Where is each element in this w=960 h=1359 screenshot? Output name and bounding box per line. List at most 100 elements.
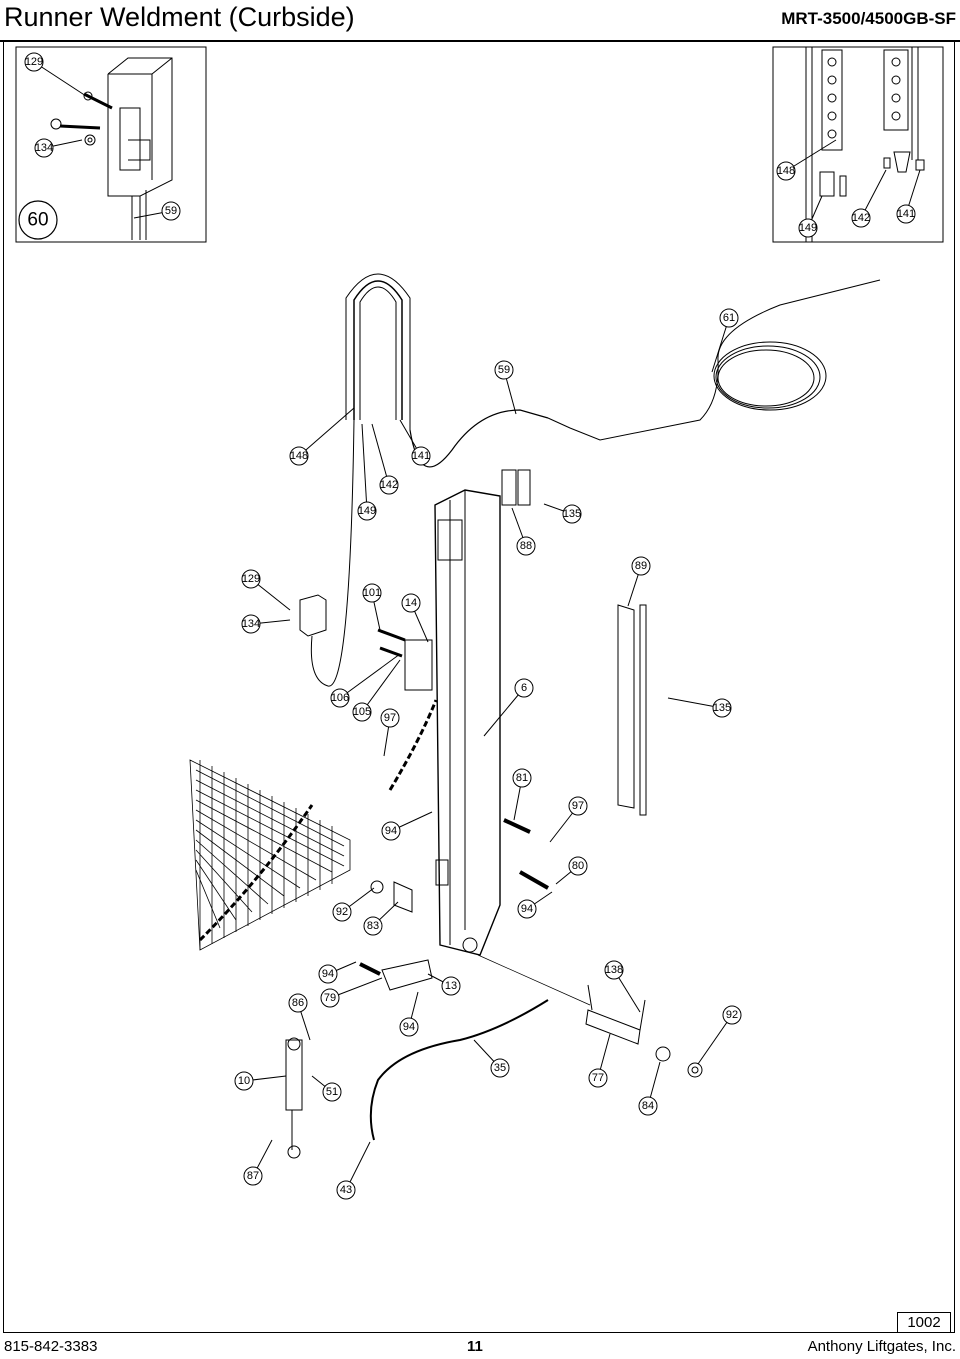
svg-text:86: 86 xyxy=(292,997,304,1009)
svg-text:97: 97 xyxy=(572,800,584,812)
svg-text:87: 87 xyxy=(247,1170,259,1182)
svg-text:141: 141 xyxy=(412,450,430,462)
left-inset xyxy=(15,46,207,243)
callout-balloon-86: 86 xyxy=(288,993,308,1013)
svg-text:59: 59 xyxy=(165,205,177,217)
svg-text:134: 134 xyxy=(35,142,53,154)
callout-balloon-97: 97 xyxy=(380,708,400,728)
callout-balloon-94: 94 xyxy=(318,964,338,984)
footer-page-number: 11 xyxy=(467,1338,483,1355)
svg-text:59: 59 xyxy=(498,364,510,376)
callout-balloon-149: 149 xyxy=(798,218,818,238)
svg-text:129: 129 xyxy=(25,56,43,68)
callout-balloon-142: 142 xyxy=(379,475,399,495)
callout-balloon-141: 141 xyxy=(411,446,431,466)
callout-balloon-92: 92 xyxy=(332,902,352,922)
svg-text:83: 83 xyxy=(367,920,379,932)
callout-balloon-134: 134 xyxy=(34,138,54,158)
svg-text:149: 149 xyxy=(358,505,376,517)
model-number: MRT-3500/4500GB-SF xyxy=(781,9,956,28)
svg-text:77: 77 xyxy=(592,1072,604,1084)
page-reference-box: 1002 xyxy=(897,1312,951,1333)
svg-text:94: 94 xyxy=(521,903,533,915)
callout-balloon-129: 129 xyxy=(241,569,261,589)
callout-leader xyxy=(339,653,401,699)
svg-text:84: 84 xyxy=(642,1100,654,1112)
callout-balloon-80: 80 xyxy=(568,856,588,876)
callout-balloon-94: 94 xyxy=(399,1017,419,1037)
svg-text:94: 94 xyxy=(322,968,334,980)
callout-balloon-94: 94 xyxy=(381,821,401,841)
svg-text:14: 14 xyxy=(405,597,417,609)
callout-balloon-87: 87 xyxy=(243,1166,263,1186)
svg-text:92: 92 xyxy=(336,906,348,918)
svg-text:43: 43 xyxy=(340,1184,352,1196)
callout-balloon-142: 142 xyxy=(851,208,871,228)
svg-text:88: 88 xyxy=(520,540,532,552)
callout-balloon-84: 84 xyxy=(638,1096,658,1116)
svg-text:142: 142 xyxy=(852,212,870,224)
callout-leader xyxy=(298,407,355,457)
svg-text:148: 148 xyxy=(777,165,795,177)
svg-text:105: 105 xyxy=(353,706,371,718)
callout-leader xyxy=(697,1014,733,1065)
svg-text:60: 60 xyxy=(27,210,48,231)
svg-text:10: 10 xyxy=(238,1075,250,1087)
callout-balloon-77: 77 xyxy=(588,1068,608,1088)
main-assembly xyxy=(189,273,881,1159)
svg-text:149: 149 xyxy=(799,222,817,234)
callout-balloon-10: 10 xyxy=(234,1071,254,1091)
svg-text:80: 80 xyxy=(572,860,584,872)
callout-balloon-105: 105 xyxy=(352,702,372,722)
svg-text:13: 13 xyxy=(445,980,457,992)
callout-balloon-149: 149 xyxy=(357,501,377,521)
svg-text:134: 134 xyxy=(242,618,260,630)
svg-text:135: 135 xyxy=(713,702,731,714)
svg-text:79: 79 xyxy=(324,992,336,1004)
svg-text:92: 92 xyxy=(726,1009,738,1021)
callout-balloon-6: 6 xyxy=(514,678,534,698)
svg-text:6: 6 xyxy=(521,682,527,694)
callout-balloon-141: 141 xyxy=(896,204,916,224)
callout-balloon-148: 148 xyxy=(289,446,309,466)
callout-leader xyxy=(371,423,390,486)
svg-text:129: 129 xyxy=(242,573,260,585)
right-inset xyxy=(772,46,944,243)
page-title: Runner Weldment (Curbside) xyxy=(4,2,355,32)
leader-lines xyxy=(33,61,921,1191)
svg-text:35: 35 xyxy=(494,1062,506,1074)
svg-text:94: 94 xyxy=(385,825,397,837)
callout-balloon-61: 61 xyxy=(719,308,739,328)
callout-balloon-134: 134 xyxy=(241,614,261,634)
left-inset-view-label: 60 xyxy=(18,200,58,240)
callout-balloon-135: 135 xyxy=(712,698,732,718)
svg-text:61: 61 xyxy=(723,312,735,324)
svg-text:89: 89 xyxy=(635,560,647,572)
callout-balloon-59: 59 xyxy=(161,201,181,221)
callout-balloon-59: 59 xyxy=(494,360,514,380)
footer-company: Anthony Liftgates, Inc. xyxy=(807,1338,956,1355)
diagram-frame xyxy=(3,41,955,1333)
callout-balloon-51: 51 xyxy=(322,1082,342,1102)
callout-balloon-129: 129 xyxy=(24,52,44,72)
callout-balloon-94: 94 xyxy=(517,899,537,919)
svg-text:142: 142 xyxy=(380,479,398,491)
callout-balloon-97: 97 xyxy=(568,796,588,816)
callout-balloons: 129 134 59 148 149 142 141 61 59 148 141 142 149 135 8… xyxy=(24,52,916,1200)
callout-balloon-92: 92 xyxy=(722,1005,742,1025)
svg-text:81: 81 xyxy=(516,772,528,784)
callout-balloon-88: 88 xyxy=(516,536,536,556)
callout-leader xyxy=(33,61,87,97)
callout-leader xyxy=(483,687,525,737)
callout-balloon-13: 13 xyxy=(441,976,461,996)
svg-text:97: 97 xyxy=(384,712,396,724)
callout-leader xyxy=(785,139,837,172)
callout-balloon-83: 83 xyxy=(363,916,383,936)
svg-text:135: 135 xyxy=(563,508,581,520)
svg-text:148: 148 xyxy=(290,450,308,462)
callout-balloon-138: 138 xyxy=(604,960,624,980)
callout-balloon-81: 81 xyxy=(512,768,532,788)
callout-balloon-135: 135 xyxy=(562,504,582,524)
footer-phone: 815-842-3383 xyxy=(4,1338,98,1355)
